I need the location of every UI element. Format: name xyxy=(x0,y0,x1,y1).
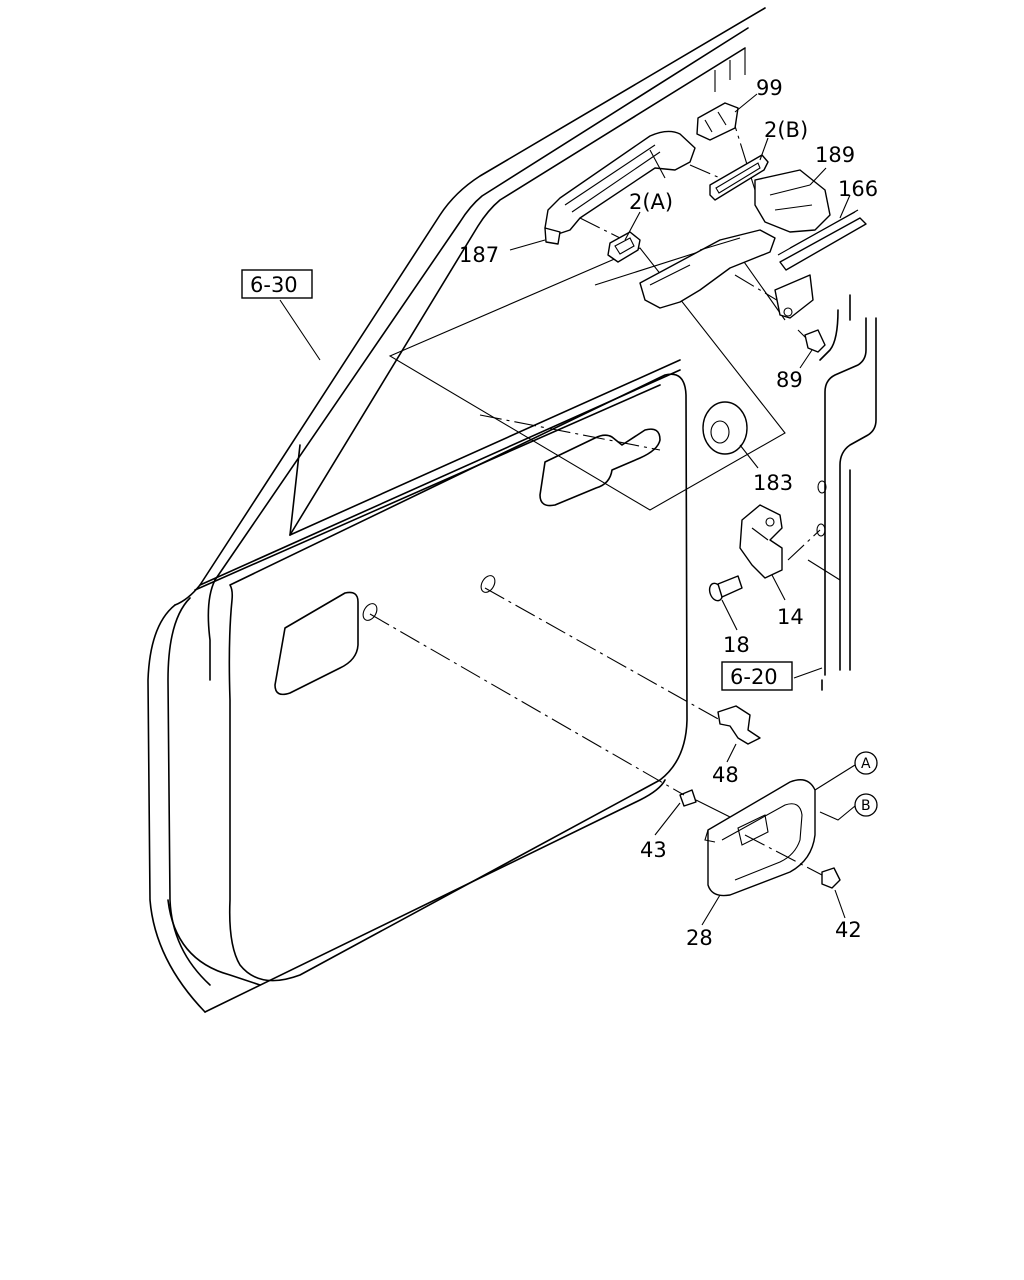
screw-18 xyxy=(708,575,743,602)
rail-166 xyxy=(774,209,867,319)
callout-99: 99 xyxy=(756,76,783,100)
callout-43: 43 xyxy=(640,838,667,862)
marker-b-label: B xyxy=(861,798,871,814)
callout-48: 48 xyxy=(712,763,739,787)
screw-42 xyxy=(744,834,841,889)
grommet-183 xyxy=(702,401,748,455)
callout-183: 183 xyxy=(753,471,793,495)
reference-6-30[interactable]: 6-30 xyxy=(241,269,313,299)
bolt-89 xyxy=(797,329,826,353)
reference-6-20[interactable]: 6-20 xyxy=(721,661,793,691)
callout-28: 28 xyxy=(686,926,713,950)
marker-b: B xyxy=(854,793,878,817)
leader-lines xyxy=(279,93,856,926)
callout-14: 14 xyxy=(777,605,804,629)
ref-6-20-label: 6-20 xyxy=(730,665,778,689)
callout-2b: 2(B) xyxy=(764,118,808,142)
key-cylinder-99 xyxy=(696,102,739,141)
callout-18: 18 xyxy=(723,633,750,657)
clip-48 xyxy=(484,587,761,745)
marker-a-label: A xyxy=(861,756,871,772)
callout-2a: 2(A) xyxy=(629,190,673,214)
b-pillar xyxy=(807,294,877,691)
marker-a: A xyxy=(854,751,878,775)
outer-handle-187 xyxy=(544,130,696,245)
door-lock-linkage xyxy=(639,169,831,309)
callout-89: 89 xyxy=(776,368,803,392)
inner-handle-28 xyxy=(704,779,816,897)
callout-42: 42 xyxy=(835,918,862,942)
callout-187: 187 xyxy=(459,243,499,267)
clip-43 xyxy=(369,613,741,823)
ref-6-30-label: 6-30 xyxy=(250,273,298,297)
gasket-2a xyxy=(607,231,641,263)
callout-189: 189 xyxy=(815,143,855,167)
callouts: 99 2(B) 189 166 2(A) 187 89 183 14 18 48… xyxy=(459,76,878,950)
callout-166: 166 xyxy=(838,177,878,201)
bracket-14 xyxy=(739,504,783,579)
door-outline xyxy=(147,7,766,1013)
